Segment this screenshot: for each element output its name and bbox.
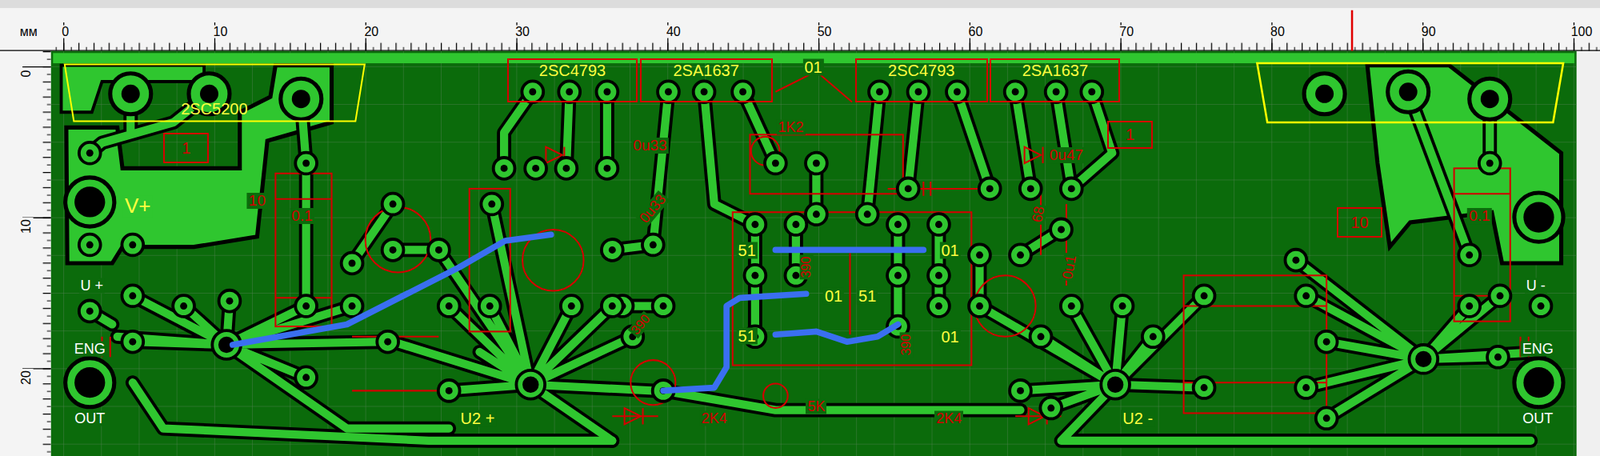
net-name: U - (1524, 278, 1548, 294)
part-value: 0u1 (1059, 252, 1080, 283)
part-value: 01 (939, 328, 960, 345)
part-value: 51 (736, 327, 758, 344)
part-value: 10 (247, 192, 268, 209)
part-value: 51 (736, 241, 758, 259)
part-value: 390 (899, 332, 913, 358)
transistor-outline: 2SC4793 (507, 58, 638, 103)
ruler-number: 0 (60, 24, 71, 39)
part-value: 0u33 (631, 137, 668, 154)
transistor-outline: 2SA1637 (989, 58, 1120, 103)
resistor-outline: 1 (163, 132, 209, 164)
part-value: 1 (181, 139, 191, 157)
part-value: 10 (1350, 213, 1368, 232)
part-value: 0.1 (1467, 208, 1492, 224)
net-name: V+ (123, 195, 153, 217)
part-name: 01 (802, 59, 824, 76)
part-name: 2SA1637 (672, 61, 739, 80)
part-value: 01 (823, 287, 844, 304)
part-name: 2SC4793 (888, 61, 955, 80)
net-name: ENG (1520, 341, 1556, 357)
transistor-outline: 2SA1637 (640, 58, 773, 103)
net-name: ENG (72, 341, 108, 357)
ruler-number: 70 (1117, 24, 1136, 39)
ruler-number: 40 (664, 24, 683, 39)
part-value: 0u33 (636, 191, 671, 228)
ruler-number: 100 (1569, 24, 1595, 39)
part-value: 01 (939, 241, 960, 259)
part-value: 1K2 (776, 120, 806, 136)
ruler-number: 90 (1420, 24, 1438, 39)
part-value: 1 (1125, 125, 1135, 144)
ruler-number: 10 (212, 24, 230, 39)
part-value: 390 (628, 310, 655, 338)
part-value: 2K4 (700, 411, 729, 427)
transistor-outline: 2SC5200 (61, 63, 368, 123)
net-name: U2 - (1120, 409, 1155, 427)
part-value: 390 (799, 255, 813, 280)
ruler-number: 80 (1268, 24, 1287, 39)
part-name: 2SC4793 (539, 61, 606, 80)
unit-label: мм (18, 24, 40, 39)
part-value: 68 (1029, 203, 1048, 225)
part-name: 2SC5200 (180, 100, 248, 118)
net-name: U2 + (459, 409, 497, 427)
part-value: 0.1 (289, 208, 314, 224)
part-value: 5K (805, 398, 827, 414)
part-name: 2SA1637 (1022, 61, 1088, 80)
ruler-number: 60 (966, 24, 984, 39)
ruler-number: 50 (816, 24, 834, 39)
resistor-outline: 10 (1336, 207, 1383, 238)
part-value: 0u47 (1048, 147, 1085, 164)
resistor-outline: 1 (1107, 120, 1153, 150)
net-name: U + (79, 278, 106, 294)
part-value: 51 (856, 287, 878, 304)
transistor-outline: 2SC4793 (855, 58, 988, 103)
net-name: OUT (72, 411, 107, 427)
ruler-number: 30 (513, 24, 532, 39)
net-name: OUT (1520, 411, 1555, 427)
ruler-number: 20 (20, 368, 34, 387)
part-value: 2K4 (934, 411, 964, 427)
ruler-number: 10 (20, 217, 34, 236)
ruler-number: 0 (20, 68, 34, 79)
ruler-number: 20 (362, 24, 380, 39)
